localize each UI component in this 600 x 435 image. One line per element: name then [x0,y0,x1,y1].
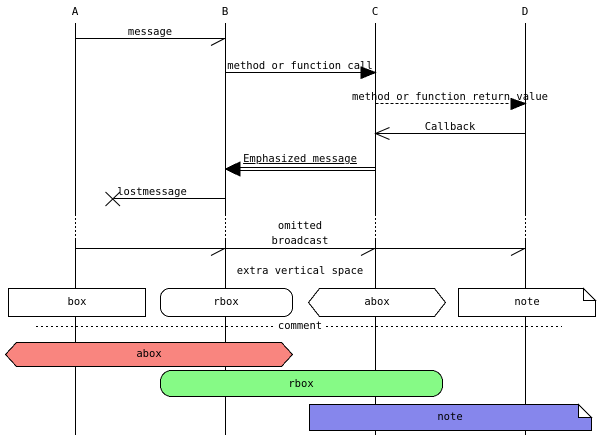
abox-shape [307,288,447,317]
box-shape [8,288,146,317]
extra-space-label: extra vertical space [236,265,364,277]
emphasized-arrow [224,161,376,177]
rbox-label: rbox [213,296,239,308]
lifeline-label-d: D [521,5,529,18]
note-shape [458,287,597,317]
message-arrow [75,38,226,46]
box-label: box [67,296,87,308]
broadcast-label: broadcast [271,235,329,247]
colored-rbox-shape [160,370,443,397]
lifeline-label-c: C [371,5,379,18]
call-arrow [225,66,377,80]
omitted-label: omitted [277,220,323,232]
colored-note-shape [309,403,593,431]
return-arrow [375,97,527,111]
note-label: note [514,296,540,308]
lost-message-arrow [105,191,226,207]
rbox-shape [160,288,293,317]
callback-arrow [374,127,526,140]
call-label: method or function call [227,60,373,72]
comment-label: comment [274,320,326,332]
callback-label: Callback [424,121,476,133]
colored-abox-label: abox [136,348,162,360]
colored-note-label: note [437,411,463,423]
colored-rbox-label: rbox [288,378,314,390]
abox-label: abox [364,296,390,308]
lifeline-label-a: A [71,5,79,18]
lifeline-label-b: B [221,5,229,18]
broadcast-arrow [75,248,526,256]
return-label: method or function return value [352,91,548,103]
message-label: message [127,26,173,38]
lost-label: lostmessage [117,186,187,198]
emphasized-label: Emphasized message [243,153,357,165]
colored-abox-shape [4,342,294,367]
